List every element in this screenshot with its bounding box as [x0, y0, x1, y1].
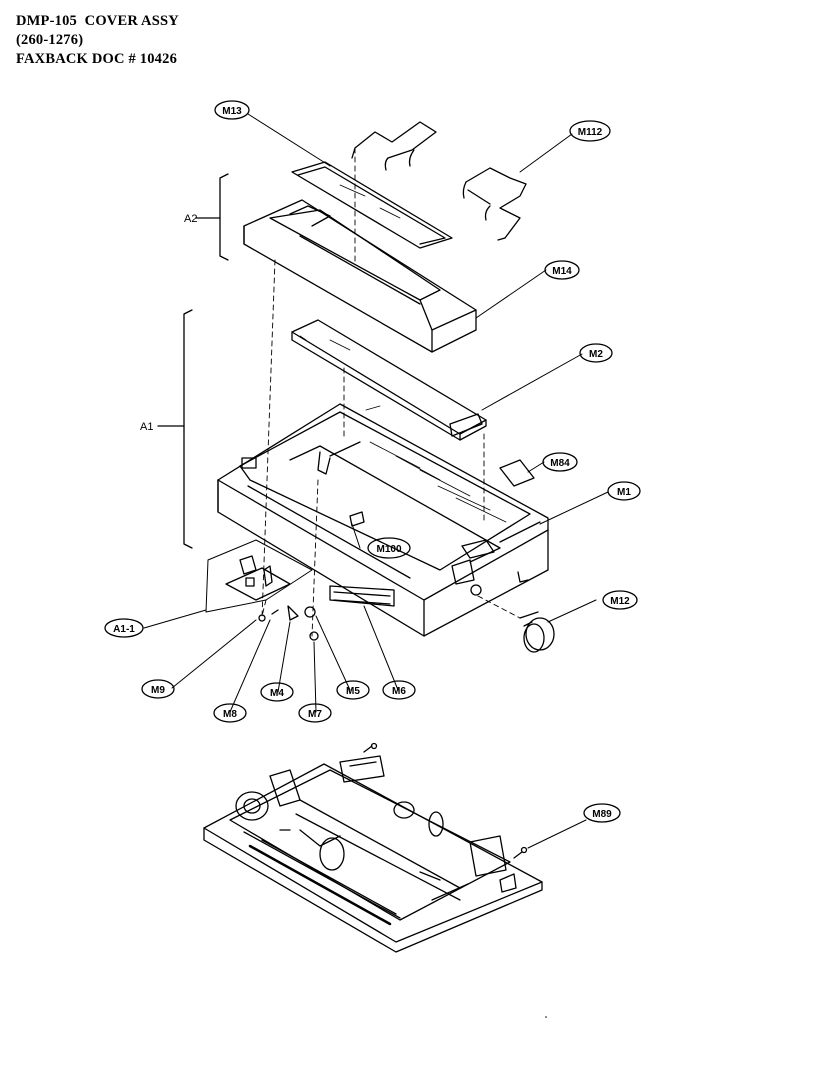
bracket-label-a2: A2 — [184, 213, 197, 225]
callout-m14: M14 — [544, 260, 580, 280]
header-title: DMP-105 COVER ASSY — [16, 13, 179, 29]
callout-m9: M9 — [141, 679, 175, 699]
part-m100 — [349, 511, 365, 527]
printer-mechanism-part — [203, 742, 543, 953]
callout-m100-label: M100 — [376, 544, 401, 555]
callout-m2: M2 — [579, 343, 613, 363]
callout-m89-label: M89 — [592, 809, 612, 820]
callout-m8-label: M8 — [223, 709, 237, 720]
callout-m89: M89 — [583, 803, 621, 823]
callout-m4: M4 — [260, 682, 294, 702]
base-cover-part — [217, 403, 549, 637]
strip-part — [291, 319, 487, 441]
callout-m13: M13 — [214, 100, 250, 120]
callout-m12-label: M12 — [610, 596, 630, 607]
callout-m14-label: M14 — [552, 266, 572, 277]
callout-leaders — [143, 113, 609, 849]
assembly-brackets — [157, 173, 229, 549]
callout-m6-label: M6 — [392, 686, 406, 697]
callout-m2-label: M2 — [589, 349, 603, 360]
callout-m5: M5 — [336, 680, 370, 700]
callout-m13-label: M13 — [222, 106, 242, 117]
callout-m7-label: M7 — [308, 709, 322, 720]
label-plate-m84 — [499, 459, 535, 487]
callout-m112: M112 — [569, 120, 611, 142]
callout-m4-label: M4 — [270, 688, 284, 699]
top-cover-part — [243, 199, 477, 353]
callout-m7: M7 — [298, 703, 332, 723]
header-doc-number: FAXBACK DOC # 10426 — [16, 51, 178, 67]
callout-m100: M100 — [367, 537, 411, 559]
sensor-board-part — [205, 539, 313, 613]
callout-m6: M6 — [382, 680, 416, 700]
callout-m1: M1 — [607, 481, 641, 501]
header-part-number: (260-1276) — [16, 32, 84, 48]
bracket-part-m6 — [329, 585, 395, 607]
callout-a1-1: A1-1 — [104, 618, 144, 638]
callout-a1-1-label: A1-1 — [113, 624, 135, 635]
callout-m8: M8 — [213, 703, 247, 723]
window-plate-part — [291, 161, 453, 249]
callout-m1-label: M1 — [617, 487, 631, 498]
bracket-label-a1: A1 — [140, 421, 153, 433]
assembly-guide-lines — [261, 147, 521, 637]
document-header: DMP-105 COVER ASSY (260-1276) FAXBACK DO… — [16, 12, 179, 69]
callout-m84-label: M84 — [550, 458, 570, 469]
callout-m9-label: M9 — [151, 685, 165, 696]
callout-m84: M84 — [542, 452, 578, 472]
wire-spring-part — [351, 121, 527, 241]
callout-m5-label: M5 — [346, 686, 360, 697]
scan-speck — [545, 1016, 547, 1018]
callout-m112-label: M112 — [578, 127, 603, 138]
callout-m12: M12 — [602, 590, 638, 610]
small-hardware — [258, 605, 555, 653]
